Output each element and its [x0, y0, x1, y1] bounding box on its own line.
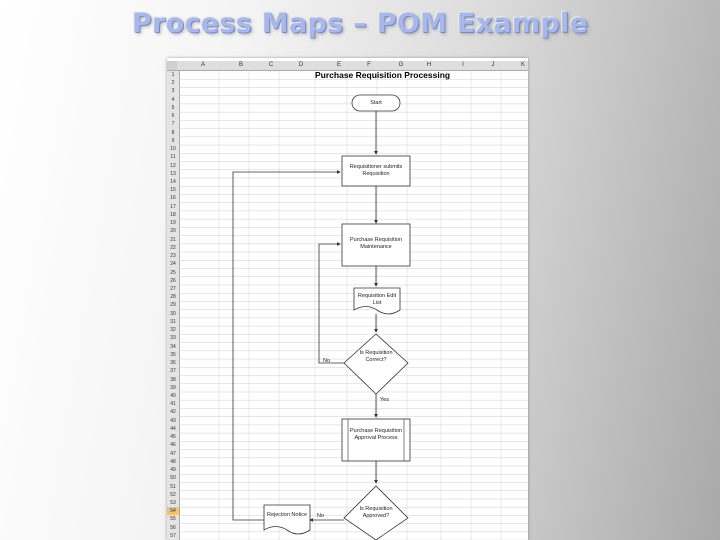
- row-header[interactable]: 21: [170, 236, 176, 243]
- column-header[interactable]: J: [491, 62, 495, 68]
- row-header[interactable]: 51: [170, 483, 176, 490]
- row-header[interactable]: 12: [170, 162, 176, 169]
- row-header[interactable]: 57: [170, 532, 176, 539]
- row-header[interactable]: 39: [170, 384, 176, 391]
- approved-no-label: No: [317, 513, 325, 519]
- row-header[interactable]: 11: [170, 154, 176, 161]
- row-header[interactable]: 48: [170, 458, 176, 465]
- row-header[interactable]: 5: [171, 104, 175, 111]
- flowchart: [232, 94, 411, 540]
- row-header[interactable]: 13: [170, 170, 176, 177]
- row-header[interactable]: 40: [170, 392, 176, 399]
- row-header[interactable]: 8: [171, 129, 175, 136]
- rejection-label: Rejection Notice: [266, 512, 308, 518]
- correct-no-label: No: [323, 358, 331, 364]
- edit-list-document: [353, 287, 401, 315]
- select-all-corner[interactable]: [167, 61, 177, 71]
- approval-process-box: [341, 418, 411, 462]
- slide-title: Process Maps – POM Example: [131, 8, 589, 39]
- row-header[interactable]: 37: [170, 368, 176, 375]
- row-header[interactable]: 27: [170, 285, 176, 292]
- row-header[interactable]: 23: [170, 253, 176, 260]
- column-header[interactable]: D: [298, 62, 304, 68]
- row-header[interactable]: 22: [170, 244, 176, 251]
- row-header[interactable]: 6: [171, 113, 175, 120]
- column-header[interactable]: I: [462, 62, 464, 68]
- row-header[interactable]: 7: [171, 121, 175, 128]
- row-header[interactable]: 50: [170, 475, 176, 482]
- column-header[interactable]: G: [398, 62, 404, 68]
- submit-process-box: [341, 155, 411, 187]
- row-header[interactable]: 56: [170, 524, 176, 531]
- row-header[interactable]: 4: [171, 96, 175, 103]
- row-header[interactable]: 34: [170, 343, 176, 350]
- maintenance-process-box: [341, 223, 411, 267]
- submit-label: Requisitioner submits Requisition: [349, 164, 403, 177]
- start-label: Start: [370, 100, 382, 106]
- row-header[interactable]: 33: [170, 335, 176, 342]
- row-header[interactable]: 30: [170, 310, 176, 317]
- row-header[interactable]: 1: [171, 72, 175, 78]
- column-headers: A B C D E F G H I J K: [177, 61, 528, 71]
- row-header[interactable]: 36: [170, 360, 176, 367]
- row-header[interactable]: 47: [170, 450, 176, 457]
- row-header[interactable]: 25: [170, 269, 176, 276]
- approved-decision-label: Is Requisition Approved?: [359, 506, 393, 519]
- correct-decision-diamond: [343, 333, 409, 395]
- row-header[interactable]: 35: [170, 351, 176, 358]
- row-header[interactable]: 15: [170, 187, 176, 194]
- correct-decision-label: Is Requisition Correct?: [359, 350, 393, 363]
- row-header[interactable]: 14: [170, 178, 176, 185]
- row-header[interactable]: 17: [170, 203, 176, 210]
- row-header[interactable]: 44: [170, 425, 176, 432]
- row-header[interactable]: 54: [167, 507, 179, 516]
- row-header[interactable]: 42: [170, 409, 176, 416]
- row-header[interactable]: 9: [171, 137, 175, 144]
- row-header[interactable]: 3: [171, 88, 175, 95]
- column-header[interactable]: E: [336, 62, 341, 68]
- row-header[interactable]: 26: [170, 277, 176, 284]
- correct-yes-label: Yes: [380, 397, 389, 403]
- column-header[interactable]: F: [367, 62, 371, 68]
- row-header[interactable]: 41: [170, 401, 176, 408]
- approval-label: Purchase Requisition Approval Process: [350, 428, 402, 441]
- row-header[interactable]: 18: [170, 211, 176, 218]
- row-header[interactable]: 38: [170, 376, 176, 383]
- row-header[interactable]: 19: [170, 220, 176, 227]
- row-header[interactable]: 16: [170, 195, 176, 202]
- connector-no-loop: [318, 242, 344, 364]
- row-header[interactable]: 31: [170, 318, 176, 325]
- row-header[interactable]: 46: [170, 442, 176, 449]
- column-header[interactable]: B: [238, 62, 243, 68]
- row-header[interactable]: 55: [170, 516, 176, 523]
- column-header[interactable]: K: [520, 62, 525, 68]
- row-header[interactable]: 49: [170, 467, 176, 474]
- row-header[interactable]: 45: [170, 434, 176, 441]
- row-header[interactable]: 2: [171, 80, 175, 87]
- row-header[interactable]: 28: [170, 294, 176, 301]
- column-header[interactable]: A: [200, 62, 205, 68]
- row-header[interactable]: 52: [170, 491, 176, 498]
- approved-decision-diamond: [343, 485, 409, 540]
- row-header[interactable]: 29: [170, 302, 176, 309]
- row-header[interactable]: 43: [170, 417, 176, 424]
- rejection-document: [263, 504, 311, 535]
- row-header[interactable]: 24: [170, 261, 176, 268]
- start-terminator: [351, 94, 401, 112]
- row-header[interactable]: 53: [170, 499, 176, 506]
- column-header[interactable]: H: [426, 62, 432, 68]
- connector-rejection-loop: [232, 170, 341, 521]
- maintenance-label: Purchase Requisition Maintenance: [350, 237, 402, 250]
- edit-list-label: Requisition Edit List: [357, 293, 397, 306]
- row-header[interactable]: 20: [170, 228, 176, 235]
- column-header[interactable]: C: [268, 62, 274, 68]
- row-header[interactable]: 10: [170, 146, 176, 153]
- sheet-title: Purchase Requisition Processing: [315, 70, 451, 80]
- row-header[interactable]: 32: [170, 327, 176, 334]
